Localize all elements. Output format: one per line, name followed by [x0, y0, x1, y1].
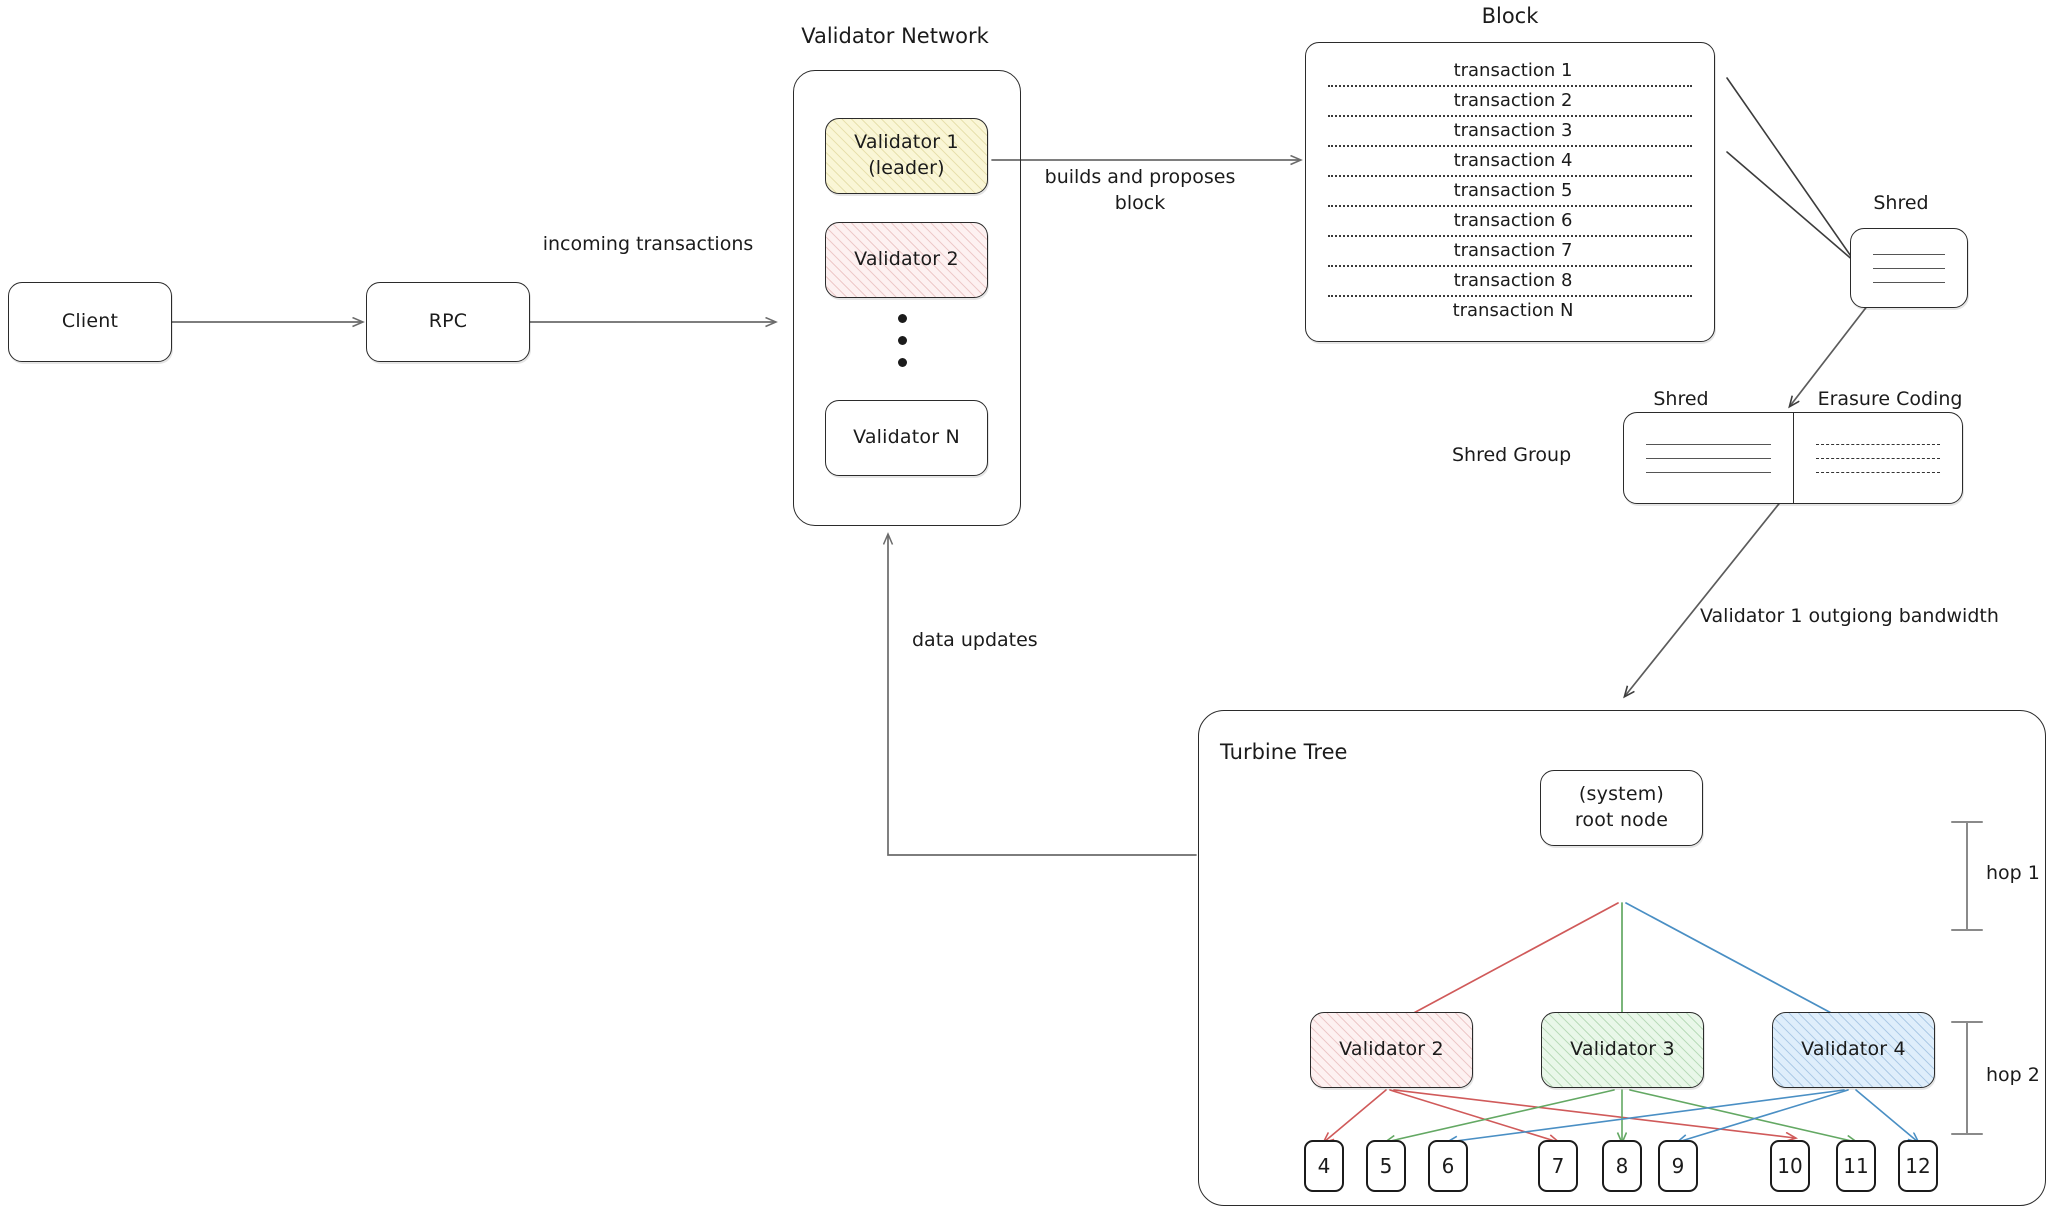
block-transaction-row: transaction 8 — [1328, 267, 1692, 297]
arrow-v3-to-leaf-11 — [1629, 1089, 1856, 1142]
edge-label-outgoing-bandwidth: Validator 1 outgiong bandwidth — [1700, 605, 1999, 627]
shred-group-right-caption: Erasure Coding — [1817, 388, 1963, 410]
client-node[interactable]: Client — [8, 282, 172, 362]
block-transaction-row: transaction 6 — [1328, 207, 1692, 237]
validator-n-label: Validator N — [853, 426, 960, 449]
arrow-root-to-validator2 — [1397, 902, 1619, 1022]
turbine-leaf-node[interactable]: 4 — [1304, 1140, 1344, 1192]
rpc-label: RPC — [428, 310, 468, 333]
validator-network-panel — [793, 70, 1021, 526]
shred-line — [1646, 457, 1771, 459]
shred-group-left-caption: Shred — [1653, 388, 1709, 410]
block-transaction-row: transaction 1 — [1328, 57, 1692, 87]
hop1-bracket — [1951, 821, 1983, 931]
shred-group-data-lines — [1624, 443, 1793, 473]
shred-line — [1646, 443, 1771, 445]
ellipsis-dot — [898, 314, 907, 323]
block-caption: Block — [1481, 4, 1539, 28]
validator-1-leader-node[interactable]: Validator 1 (leader) — [825, 118, 988, 194]
block-transaction-row: transaction 7 — [1328, 237, 1692, 267]
block-transaction-row: transaction 3 — [1328, 117, 1692, 147]
block-transaction-row: transaction 5 — [1328, 177, 1692, 207]
arrow-v2-to-leaf-4 — [1324, 1089, 1387, 1142]
arrow-shred-group-to-turbine — [1625, 499, 1783, 696]
turbine-tree-panel — [1198, 710, 2046, 1206]
validator-2-label: Validator 2 — [854, 248, 959, 271]
arrow-block-to-shred-a — [1726, 77, 1856, 263]
shred-line — [1646, 471, 1771, 473]
arrow-v4-to-leaf-9 — [1678, 1089, 1849, 1142]
turbine-validator-3-label: Validator 3 — [1570, 1038, 1675, 1061]
turbine-leaf-node[interactable]: 8 — [1602, 1140, 1642, 1192]
ellipsis-dot — [898, 358, 907, 367]
shred-caption: Shred — [1873, 192, 1929, 214]
block-transaction-row: transaction 4 — [1328, 147, 1692, 177]
edge-label-data-updates: data updates — [912, 629, 1038, 651]
hop2-bracket — [1951, 1021, 1983, 1135]
arrow-v4-to-leaf-6 — [1448, 1089, 1845, 1142]
shred-group-data-half — [1624, 413, 1793, 503]
shred-group-caption: Shred Group — [1452, 444, 1572, 466]
shred-group-coding-half — [1792, 413, 1963, 503]
shred-group-node[interactable] — [1623, 412, 1963, 504]
block-transaction-row: transaction N — [1452, 300, 1574, 321]
turbine-validator-4-node[interactable]: Validator 4 — [1772, 1012, 1935, 1088]
turbine-validator-2-node[interactable]: Validator 2 — [1310, 1012, 1473, 1088]
turbine-leaf-node[interactable]: 12 — [1898, 1140, 1938, 1192]
validator-ellipsis — [898, 314, 907, 367]
turbine-root-node[interactable]: (system) root node — [1540, 770, 1703, 846]
turbine-root-label: (system) root node — [1574, 783, 1669, 831]
validator-network-caption: Validator Network — [801, 24, 989, 48]
shred-line — [1873, 281, 1945, 283]
turbine-leaf-node[interactable]: 7 — [1538, 1140, 1578, 1192]
shred-line — [1873, 267, 1945, 269]
hop-2-label: hop 2 — [1986, 1064, 2040, 1086]
turbine-validator-4-label: Validator 4 — [1801, 1038, 1906, 1061]
validator-2-node[interactable]: Validator 2 — [825, 222, 988, 298]
turbine-tree-caption: Turbine Tree — [1220, 740, 1348, 764]
hop-1-label: hop 1 — [1986, 862, 2040, 884]
validator-n-node[interactable]: Validator N — [825, 400, 988, 476]
arrow-v2-to-leaf-10 — [1393, 1089, 1795, 1138]
coding-line — [1815, 471, 1940, 473]
arrow-v4-to-leaf-12 — [1855, 1089, 1918, 1142]
rpc-node[interactable]: RPC — [366, 282, 530, 362]
edge-label-incoming-transactions: incoming transactions — [542, 233, 754, 255]
edge-label-builds-and-proposes-block: builds and proposes block — [1044, 166, 1236, 214]
coding-line — [1815, 443, 1940, 445]
arrow-block-to-shred-b — [1726, 151, 1856, 263]
turbine-leaf-node[interactable]: 5 — [1366, 1140, 1406, 1192]
arrow-shred-to-shred-group — [1790, 304, 1869, 406]
arrow-v2-to-leaf-7 — [1389, 1089, 1558, 1142]
validator-1-label: Validator 1 (leader) — [854, 131, 959, 179]
shred-node[interactable] — [1850, 228, 1968, 308]
turbine-leaf-node[interactable]: 9 — [1658, 1140, 1698, 1192]
shred-line-stack — [1851, 253, 1967, 283]
arrow-v3-to-leaf-5 — [1386, 1089, 1615, 1142]
turbine-leaf-node[interactable]: 10 — [1770, 1140, 1810, 1192]
turbine-leaf-node[interactable]: 6 — [1428, 1140, 1468, 1192]
arrow-root-to-validator4 — [1625, 902, 1848, 1022]
shred-group-coding-lines — [1794, 443, 1963, 473]
turbine-validator-2-label: Validator 2 — [1339, 1038, 1444, 1061]
turbine-validator-3-node[interactable]: Validator 3 — [1541, 1012, 1704, 1088]
client-label: Client — [61, 310, 119, 333]
arrow-data-updates — [888, 535, 1197, 856]
turbine-leaf-node[interactable]: 11 — [1836, 1140, 1876, 1192]
block-transaction-row: transaction 2 — [1328, 87, 1692, 117]
shred-line — [1873, 253, 1945, 255]
coding-line — [1815, 457, 1940, 459]
ellipsis-dot — [898, 336, 907, 345]
